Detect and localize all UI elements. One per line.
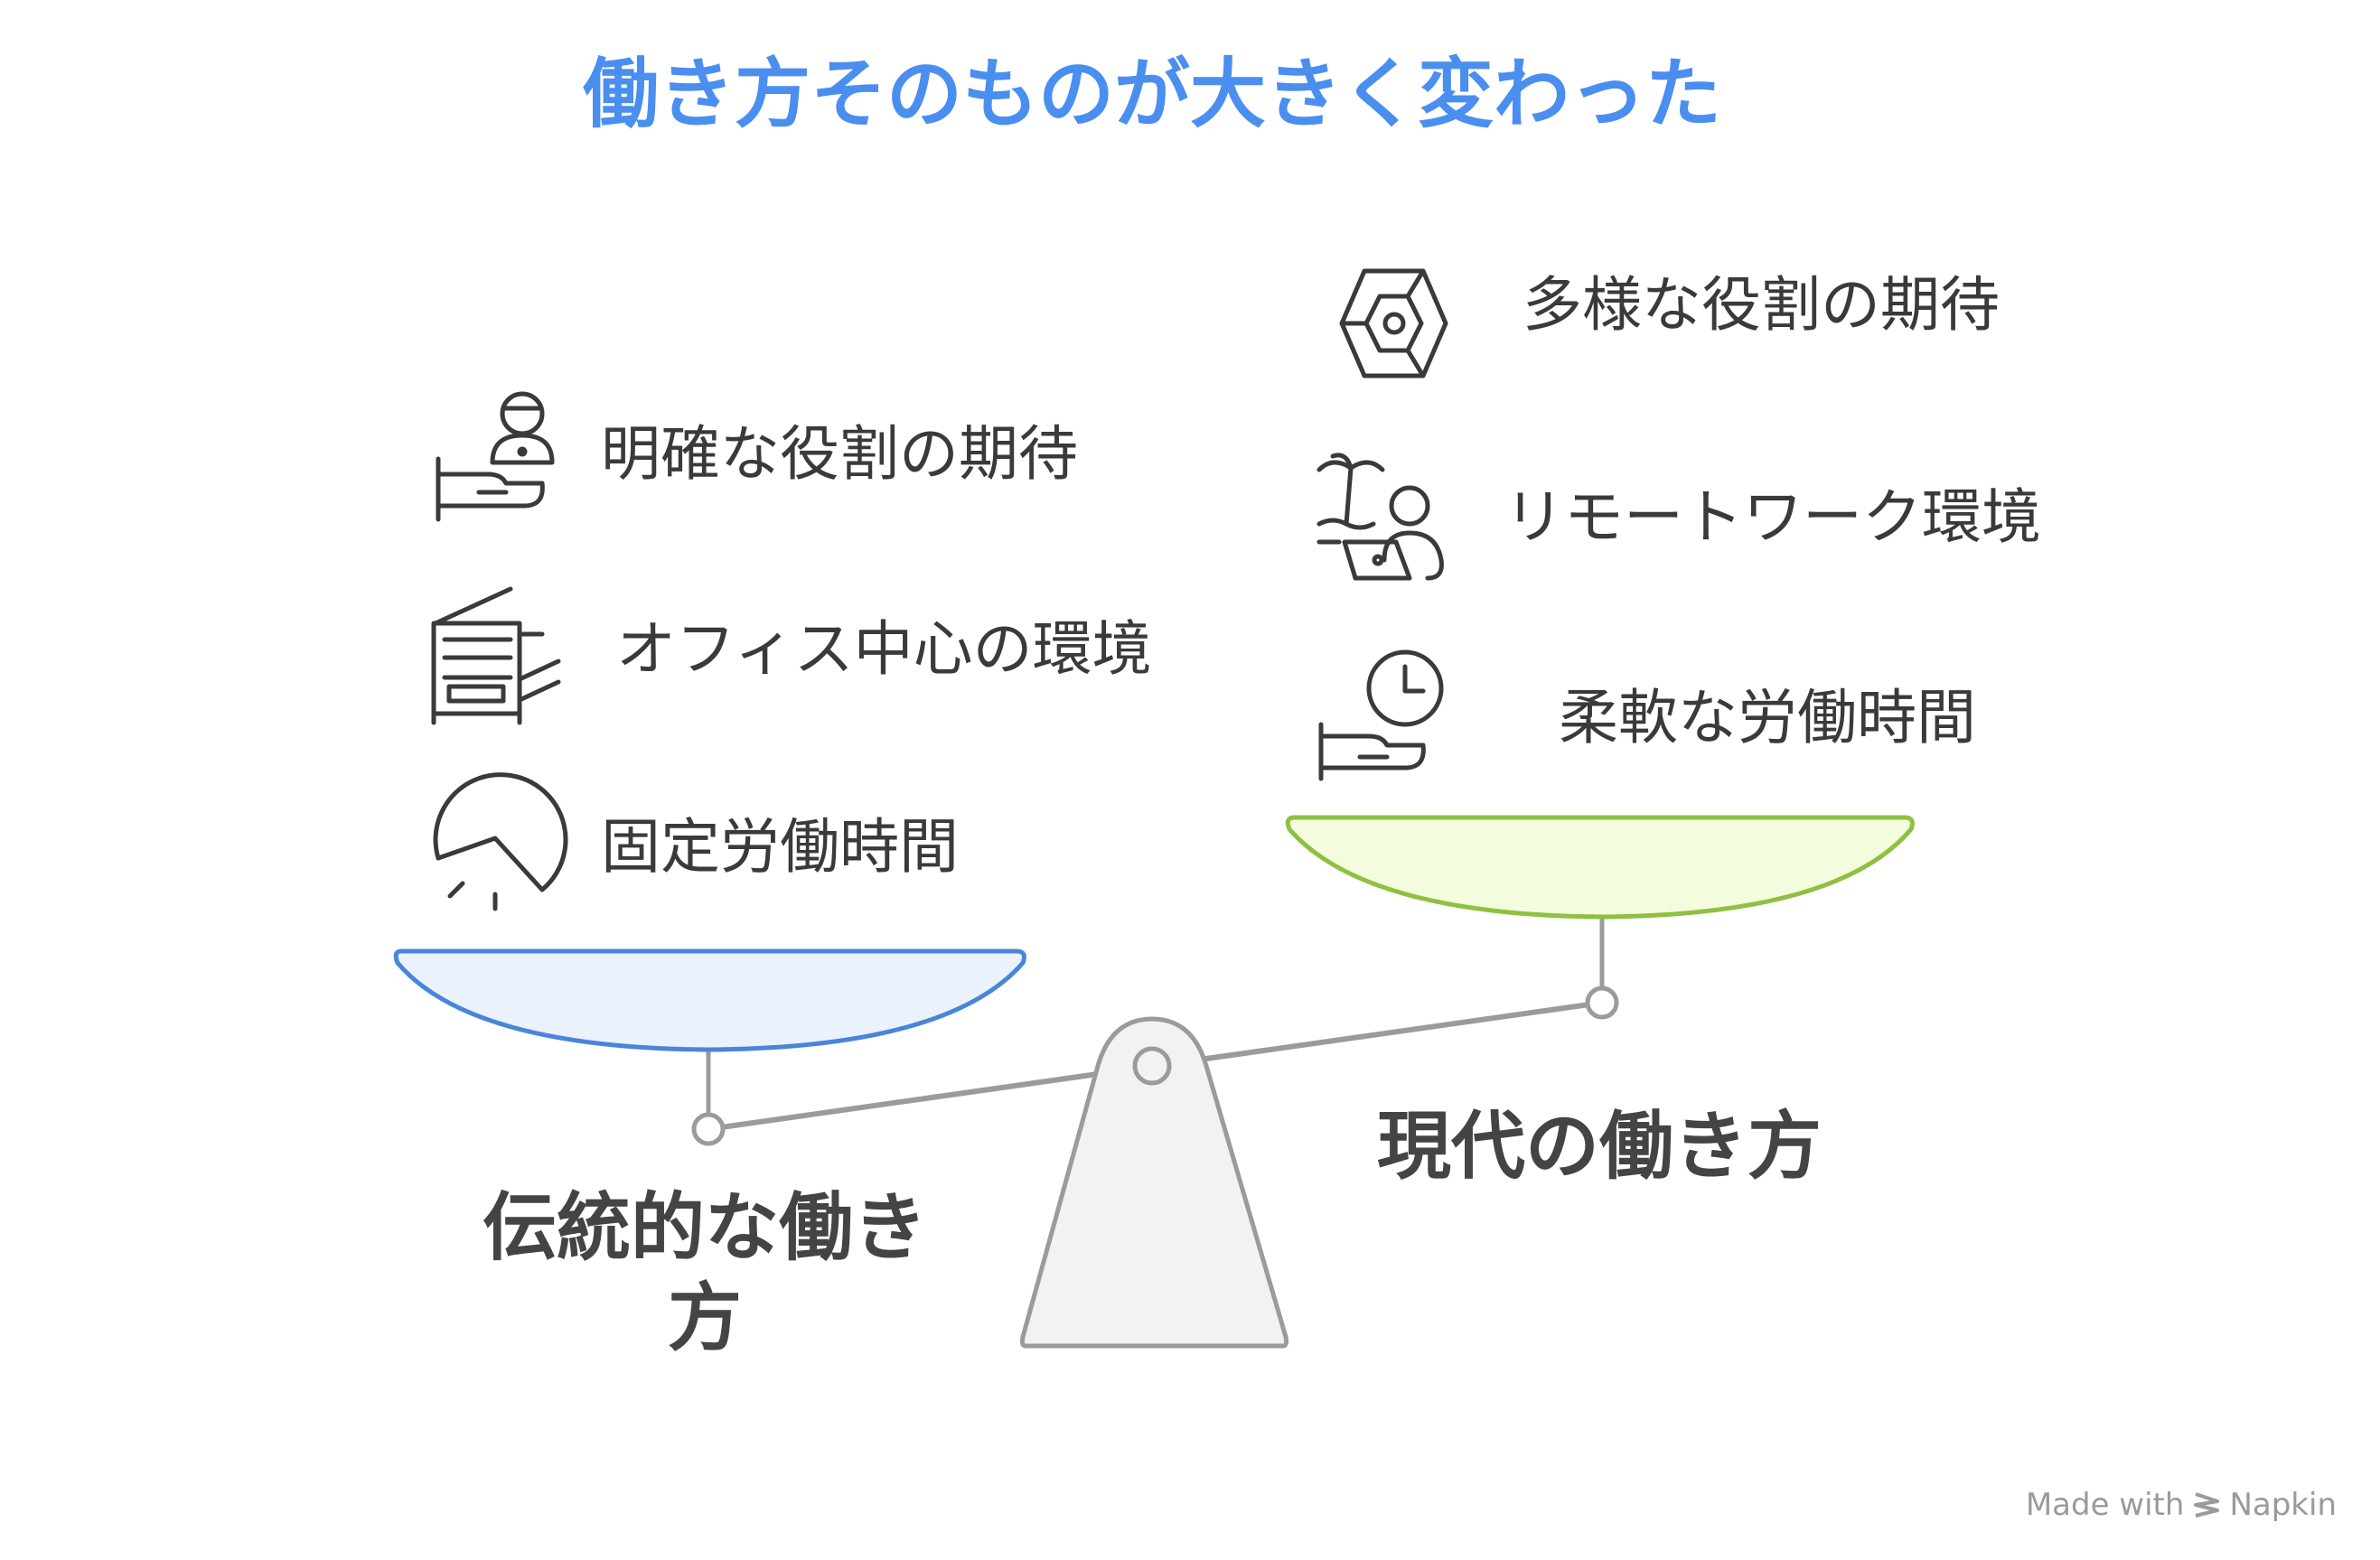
person-at-desk-icon xyxy=(436,391,555,522)
left-item-office: オフィス中心の環境 xyxy=(616,614,1152,684)
hand-with-clock-icon xyxy=(1318,649,1444,781)
made-with-text: Made with xyxy=(2025,1487,2185,1523)
left-item-role: 明確な役割の期待 xyxy=(601,419,1078,489)
right-item-remote: リモートワーク環境 xyxy=(1504,482,2041,552)
right-item-role: 多様な役割の期待 xyxy=(1523,270,2000,340)
right-beam-joint xyxy=(1585,986,1619,1020)
napkin-credit[interactable]: Made with Napkin xyxy=(2026,1490,2337,1520)
fulcrum-pivot xyxy=(1132,1046,1172,1086)
right-side-label: 現代の働き方 xyxy=(1376,1104,1822,1190)
napkin-brand-text: Napkin xyxy=(2229,1487,2337,1523)
napkin-logo-icon xyxy=(2194,1492,2220,1518)
left-item-hours: 固定労働時間 xyxy=(601,812,959,882)
right-pan xyxy=(1285,815,1915,920)
hexagon-gear-icon xyxy=(1339,268,1448,378)
left-pan xyxy=(393,948,1026,1052)
left-side-label: 伝統的な働き方 xyxy=(482,1185,927,1362)
left-beam-joint xyxy=(691,1112,726,1146)
right-item-hours: 柔軟な労働時間 xyxy=(1559,683,1976,752)
scale-fulcrum-base xyxy=(1019,1016,1289,1349)
office-printer-icon xyxy=(431,586,561,725)
remote-work-palm-icon xyxy=(1316,453,1444,581)
page-title: 働き方そのものが大きく変わった xyxy=(582,50,1721,138)
pie-clock-icon xyxy=(433,772,568,911)
